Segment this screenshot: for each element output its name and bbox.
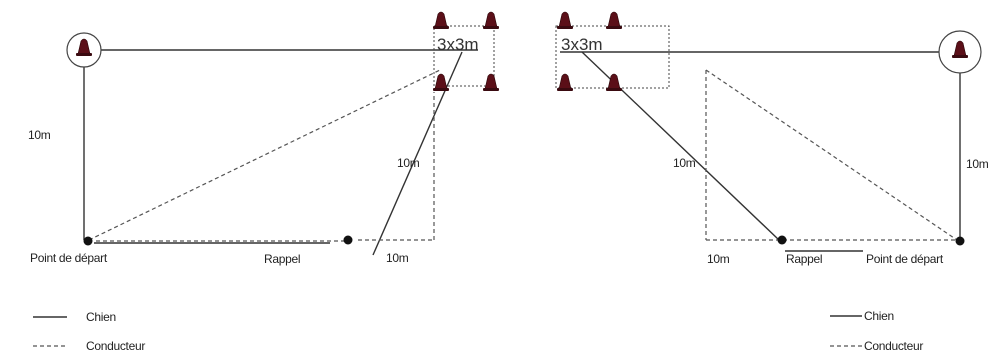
left-cone-top-right <box>482 11 500 30</box>
left-cone-bottom-right <box>482 73 500 92</box>
right-mid-distance-label: 10m <box>673 156 696 170</box>
legend-right <box>830 315 862 347</box>
left-diagram <box>66 11 500 256</box>
left-handler-line-diagonal <box>88 69 441 241</box>
left-start-point-label: Point de départ <box>30 251 107 265</box>
right-recall-label: Rappel <box>786 252 823 266</box>
legend-left-dog-label: Chien <box>86 310 116 324</box>
left-recall-point-dot <box>343 235 353 245</box>
left-side-distance-label: 10m <box>28 128 51 142</box>
legend-left <box>33 316 67 347</box>
left-cone-bottom-left <box>432 73 450 92</box>
right-recall-point-dot <box>777 235 787 245</box>
right-cone-bottom-left <box>556 73 574 92</box>
left-square-box <box>433 25 495 87</box>
right-cone-top-left <box>556 11 574 30</box>
legend-left-handler-label: Conducteur <box>86 339 146 353</box>
left-box-size-label: 3x3m <box>437 35 479 54</box>
legend-right-dog-label: Chien <box>864 309 894 323</box>
right-start-point-label: Point de départ <box>866 252 943 266</box>
left-recall-label: Rappel <box>264 252 301 266</box>
left-mid-distance-label: 10m <box>397 156 420 170</box>
right-start-point-dot <box>955 236 965 246</box>
right-cone-top-right <box>605 11 623 30</box>
right-bottom-distance-label: 10m <box>707 252 730 266</box>
left-cone-top-left <box>432 11 450 30</box>
left-dog-line-diagonal <box>372 51 463 256</box>
left-bottom-distance-label: 10m <box>386 251 409 265</box>
left-start-point-dot <box>83 236 93 246</box>
right-diagram <box>555 11 982 252</box>
right-side-distance-label: 10m <box>966 157 989 171</box>
legend-right-handler-label: Conducteur <box>864 339 924 353</box>
right-box-size-label: 3x3m <box>561 35 603 54</box>
right-handler-line-diagonal <box>705 69 958 241</box>
